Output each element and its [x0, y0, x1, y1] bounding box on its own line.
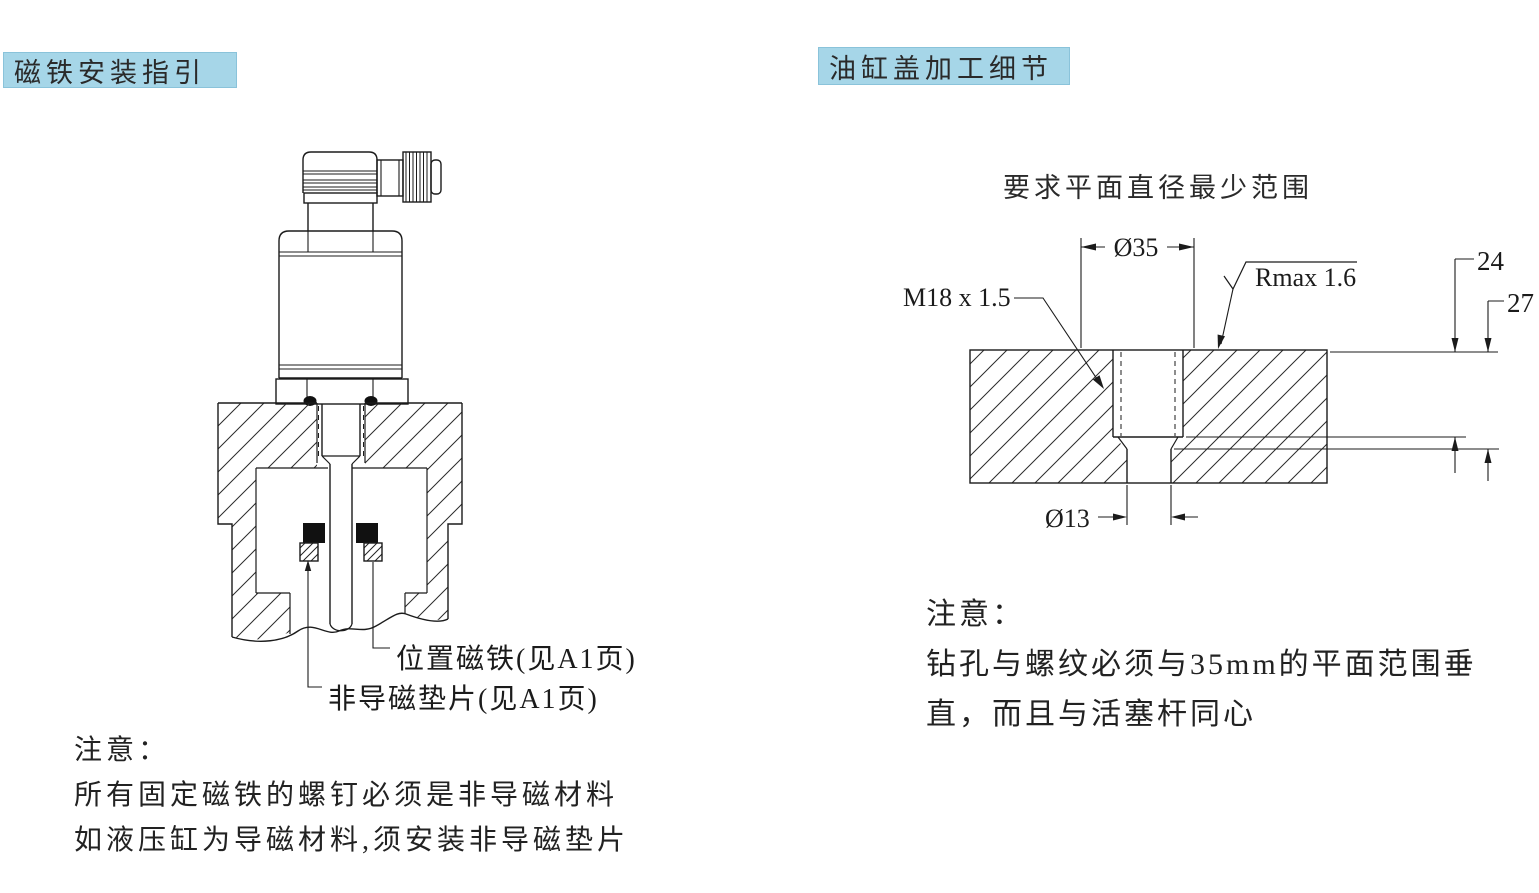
- knurled-nut-icon: [402, 151, 442, 203]
- note-left-title: 注意：: [74, 735, 171, 766]
- tapped-hole: [1112, 350, 1184, 483]
- note-left-line2: 如液压缸为导磁材料,须安装非导磁垫片: [74, 825, 630, 856]
- note-right: 注意： 钻孔与螺纹必须与35mm的平面范围垂 直，而且与活塞杆同心: [926, 590, 1486, 740]
- dim-arrow-icon: [1484, 338, 1492, 352]
- dim-text-surface-diameter: Ø35: [1114, 233, 1159, 262]
- dim-arrow-icon: [1081, 243, 1096, 251]
- leader-lines: [304, 560, 390, 688]
- cover-machining-drawing: [969, 238, 1504, 525]
- cover-block-outline: [969, 349, 1328, 484]
- section-header-cylinder-cover: 油缸盖加工细节: [818, 47, 1070, 85]
- cylinder-cover-section: [217, 402, 463, 642]
- dim-text-depth-point: 27: [1507, 288, 1534, 318]
- note-left-line1: 所有固定磁铁的螺钉必须是非导磁材料: [74, 780, 619, 811]
- dim-thread-leader: [1014, 297, 1104, 389]
- position-magnet: [303, 523, 378, 543]
- dim-arrow-icon: [1484, 449, 1492, 463]
- dim-text-depth-thread: 24: [1477, 246, 1505, 276]
- dim-arrow-icon: [1451, 437, 1459, 451]
- flat-surface-subtitle: 要求平面直径最少范围: [1003, 173, 1313, 203]
- surface-finish-symbol: [1217, 261, 1357, 349]
- sensor-hex-flange: [275, 378, 409, 405]
- section-header-magnet-install: 磁铁安装指引: [3, 52, 237, 88]
- dim-arrow-icon: [1179, 243, 1194, 251]
- dim-text-drill-diameter: Ø13: [1045, 504, 1090, 533]
- leader-arrow-icon: [1217, 334, 1225, 349]
- label-non-magnetic-washer: 非导磁垫片(见A1页): [328, 683, 599, 715]
- non-magnetic-washer: [299, 542, 383, 562]
- dim-drill-diameter: [1098, 485, 1198, 525]
- note-right-line1: 钻孔与螺纹必须与35mm的平面范围垂: [926, 648, 1477, 681]
- note-right-title: 注意：: [926, 598, 1025, 631]
- dim-arrow-icon: [1171, 513, 1185, 521]
- note-right-line2: 直，而且与活塞杆同心: [926, 698, 1256, 731]
- piston-rod: [329, 464, 353, 632]
- break-line: [231, 612, 449, 642]
- note-left: 注意： 所有固定磁铁的螺钉必须是非导磁材料 如液压缸为导磁材料,须安装非导磁垫片: [74, 728, 629, 863]
- sensor-installation-drawing: [217, 151, 463, 688]
- leader-arrow-icon: [304, 560, 312, 571]
- dim-surface-diameter: [1080, 238, 1195, 348]
- dim-depths: [1174, 258, 1504, 481]
- leader-arrow-icon: [1092, 375, 1104, 389]
- label-position-magnet: 位置磁铁(见A1页): [396, 643, 637, 675]
- dim-arrow-icon: [1451, 338, 1459, 352]
- sensor-body: [275, 203, 409, 406]
- dim-arrow-icon: [1113, 513, 1127, 521]
- din-connector: [302, 151, 442, 204]
- sensor-threaded-stem: [318, 404, 364, 465]
- dim-text-roughness: Rmax 1.6: [1255, 263, 1356, 292]
- roughness-check-icon: [1223, 261, 1357, 291]
- dim-text-thread: M18 x 1.5: [903, 283, 1011, 312]
- cover-block-hatch: [970, 350, 1327, 483]
